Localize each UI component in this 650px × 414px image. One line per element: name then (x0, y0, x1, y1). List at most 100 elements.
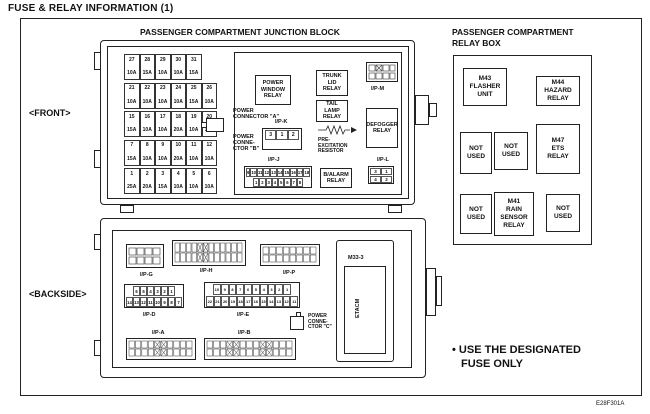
connector-pin (214, 242, 220, 253)
fuse-rating: 10A (204, 98, 214, 105)
ip-b-pins (206, 340, 293, 357)
connector-pin: 2 (287, 130, 299, 140)
connector-pin (259, 348, 266, 357)
m43-flasher-unit: M43 FLASHER UNIT (463, 68, 507, 106)
fuse-number: 4 (176, 170, 180, 177)
connector-pin: 2 (275, 284, 284, 295)
connector-pin: 9 (220, 284, 229, 295)
connector-pin (186, 340, 193, 349)
ip-a-label: I/P-A (152, 330, 165, 336)
back-right-tab-2 (436, 276, 442, 306)
ip-a-pins (128, 340, 193, 357)
connector-pin (180, 242, 186, 253)
front-left-tab-2 (94, 150, 101, 168)
not-used-relay-2: NOT USED (494, 132, 528, 170)
fuse-rating: 20A (173, 127, 183, 133)
page-title: FUSE & RELAY INFORMATION (1) (8, 3, 174, 14)
front-bottom-tab-2 (388, 205, 402, 213)
connector-pin (147, 340, 154, 349)
fuse-number: 9 (161, 142, 165, 148)
fuse-28: 28 15A (139, 54, 155, 80)
connector-pin: 10 (154, 297, 161, 307)
connector-pin: 6 (284, 178, 291, 187)
ip-m-label: I/P-M (371, 86, 385, 92)
fuse-number: 18 (175, 113, 182, 120)
connector-pin: 7 (175, 297, 182, 307)
power-window-relay: POWER WINDOW RELAY (255, 75, 291, 105)
connector-pin: 14 (267, 296, 276, 307)
fuse-number: 28 (144, 56, 151, 63)
connector-pin (286, 348, 293, 357)
connector-pin: 21 (213, 296, 222, 307)
connector-pin: 8 (228, 284, 237, 295)
connector-pin (266, 340, 273, 349)
unused-pin-mark (233, 340, 240, 349)
ip-a-connector (126, 338, 196, 360)
fuse-rating: 15A (142, 70, 152, 76)
connector-pin: 2 (161, 286, 168, 296)
fuse-number: 2 (145, 170, 149, 177)
connector-pin (279, 348, 286, 357)
unused-pin-mark (160, 340, 167, 349)
connector-pin: 14 (126, 297, 133, 307)
front-label: <FRONT> (29, 108, 71, 118)
diagram-frame (20, 18, 642, 396)
power-connector-c-key (296, 312, 301, 317)
m47-ets-relay: M47 ETS RELAY (536, 124, 580, 174)
ip-e-label: I/P-E (237, 312, 250, 318)
fuse-number: 26 (206, 85, 213, 91)
connector-pin (289, 246, 296, 255)
relay-box-header-2: RELAY BOX (452, 38, 501, 48)
m33-label: M33-3 (348, 255, 364, 261)
fuse-number: 15 (128, 113, 135, 120)
power-connector-a (206, 118, 224, 132)
connector-pin (197, 242, 203, 253)
unused-pin-mark (226, 348, 233, 357)
fuse-number: 21 (128, 85, 135, 91)
ip-l-label: I/P-L (377, 157, 389, 163)
connector-pin: 1 (276, 130, 288, 140)
fuse-rating: 10A (127, 70, 137, 76)
connector-pin (179, 348, 186, 357)
ip-g-connector (126, 244, 164, 268)
connector-pin: 12 (263, 168, 271, 177)
connector-pin (233, 340, 240, 349)
connector-pin: 20 (221, 296, 230, 307)
connector-pin (213, 340, 220, 349)
etacm-inner (344, 266, 386, 354)
connector-pin: 9 (161, 297, 168, 307)
connector-pin: 4 (370, 176, 381, 183)
power-connector-b-label: POWER CONNE- CTOR "B" (233, 134, 260, 152)
connector-pin (239, 340, 246, 349)
fuse-number: 30 (175, 56, 182, 63)
connector-pin (226, 340, 233, 349)
unused-pin-mark (233, 348, 240, 357)
fuse-rating: 10A (189, 155, 199, 162)
connector-pin (147, 348, 154, 357)
connector-pin: 4 (259, 284, 268, 295)
connector-pin (206, 348, 213, 357)
connector-pin (179, 340, 186, 349)
connector-pin: 1 (253, 178, 260, 187)
fuse-rating: 10A (142, 127, 152, 133)
connector-pin: 18 (303, 168, 311, 177)
connector-pin (206, 340, 213, 349)
connector-pin (269, 246, 276, 255)
connector-pin (303, 254, 310, 263)
connector-pin (269, 254, 276, 263)
connector-pin (208, 242, 214, 253)
connector-pin (220, 242, 226, 253)
connector-pin (272, 348, 280, 357)
fuse-number: 24 (175, 85, 182, 91)
